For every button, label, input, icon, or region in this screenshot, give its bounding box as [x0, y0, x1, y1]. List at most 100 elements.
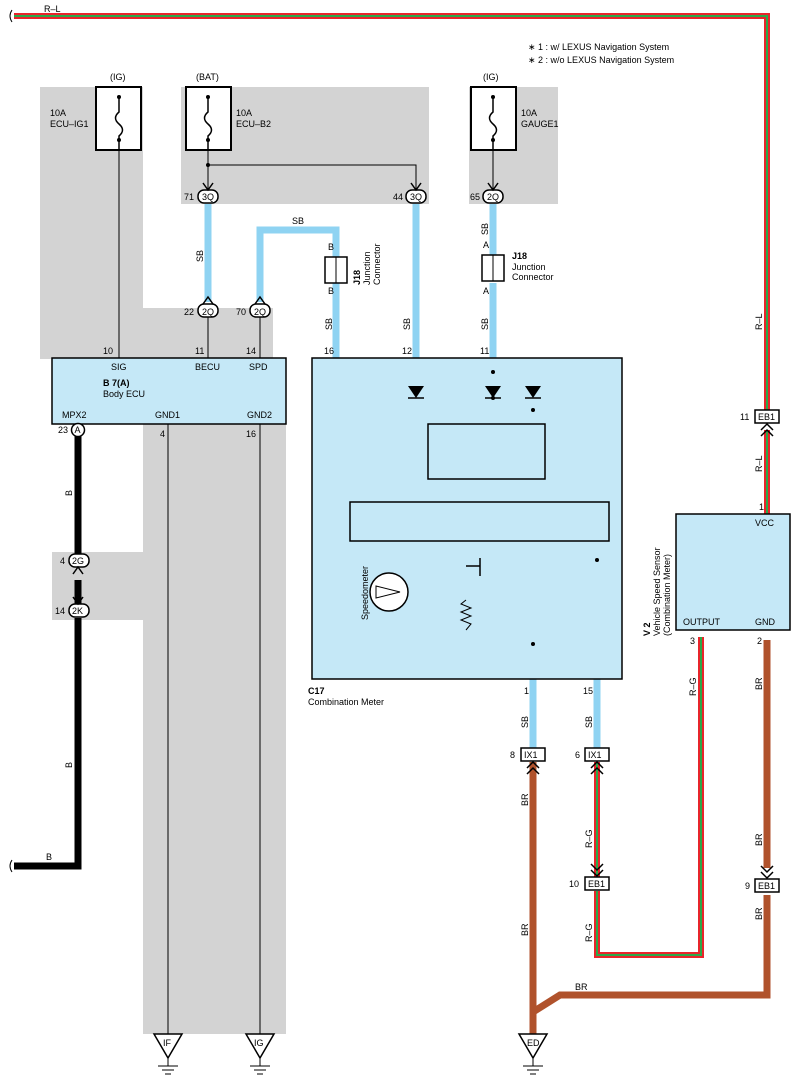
- fuse-gauge1-name: GAUGE1: [521, 119, 559, 129]
- connector-3q-71: [197, 182, 219, 204]
- connector-eb1-9-pin: 9: [745, 881, 750, 891]
- body-ecu-pin-becu-num: 11: [195, 346, 204, 356]
- meter-pin-1: 1: [524, 686, 529, 696]
- connector-2q-70: [249, 295, 271, 318]
- sensor-pin-gnd-num: 2: [757, 636, 762, 646]
- junction-j18-left-id: J18: [352, 270, 362, 285]
- connector-eb1-10-pin: 10: [569, 879, 579, 889]
- sensor-name1: Vehicle Speed Sensor: [652, 547, 662, 636]
- junction-j18-right-name1: Junction: [512, 262, 546, 272]
- ground-ed-label: ED: [527, 1038, 540, 1048]
- sensor-pin-vcc-num: 1: [759, 502, 764, 512]
- connector-eb1-9: [754, 865, 780, 893]
- junction-j18-left: [324, 256, 348, 284]
- wire-br: [529, 640, 771, 1034]
- connector-2q-70-pin: 70: [236, 307, 246, 317]
- junction-j18-right-bottom: A: [483, 286, 489, 296]
- wire-break-bottom: [9, 859, 13, 873]
- connector-2q-22-pin: 22: [184, 307, 194, 317]
- connector-2k-14-pin: 14: [55, 606, 65, 616]
- connector-2q-65-pin: 65: [470, 192, 480, 202]
- wire-label-sb-7: SB: [520, 716, 530, 728]
- connector-ix1-8-id: IX1: [524, 750, 538, 760]
- body-ecu-pin-mpx2-label: MPX2: [62, 410, 87, 420]
- meter-internals: [349, 370, 610, 646]
- connector-ix1-6-id: IX1: [588, 750, 602, 760]
- connector-2k-14-id: 2K: [72, 606, 83, 616]
- connector-a-23: [70, 422, 86, 438]
- connector-2q-22-id: 2Q: [202, 307, 214, 317]
- connector-eb1-10-id: EB1: [588, 879, 605, 889]
- body-ecu-pin-gnd1-num: 4: [160, 429, 165, 439]
- wire-label-b-3: B: [46, 852, 52, 862]
- wire-label-rg-1: R–G: [688, 677, 698, 696]
- wire-label-br-5: BR: [520, 923, 530, 936]
- wire-label-b-2: B: [64, 762, 74, 768]
- connector-eb1-11: [754, 409, 780, 437]
- fuse-ecu-b2-amp: 10A: [236, 108, 252, 118]
- junction-j18-right-name2: Connector: [512, 272, 554, 282]
- wire-label-rg-2: R–G: [584, 829, 594, 848]
- wire-label-br-2: BR: [754, 833, 764, 846]
- body-ecu-pin-becu-label: BECU: [195, 362, 220, 372]
- sensor-pin-output-num: 3: [690, 636, 695, 646]
- connector-ix1-8: [520, 747, 546, 775]
- wire-label-sb-3: SB: [324, 318, 334, 330]
- connector-2q-22: [197, 295, 219, 318]
- ground-if-label: IF: [163, 1038, 172, 1048]
- ground-ed: [517, 1033, 549, 1075]
- wire-rg: [594, 637, 704, 958]
- wire-label-br-4: BR: [520, 793, 530, 806]
- ground-if: [152, 1033, 184, 1075]
- connector-ix1-8-pin: 8: [510, 750, 515, 760]
- combination-meter-box: [311, 357, 623, 680]
- fuse-ecu-b2: [185, 86, 232, 167]
- fuse-gauge1: [470, 86, 517, 151]
- body-ecu-pin-gnd1-label: GND1: [155, 410, 180, 420]
- connector-a-23-pin: 23: [58, 425, 68, 435]
- wire-label-rl-2: R–L: [754, 313, 764, 330]
- connector-2g-4-pin: 4: [60, 556, 65, 566]
- meter-id: C17: [308, 686, 325, 696]
- wire-label-b-1: B: [64, 490, 74, 496]
- connector-a-23-id: A: [75, 425, 81, 435]
- speedometer-label: Speedometer: [360, 566, 370, 620]
- connector-2q-70-id: 2Q: [254, 307, 266, 317]
- meter-pin-15: 15: [583, 686, 593, 696]
- connector-eb1-11-pin: 11: [740, 412, 749, 422]
- wire-break-top: [9, 9, 13, 23]
- ground-ig: [244, 1033, 276, 1075]
- note-1: ∗ 1 : w/ LEXUS Navigation System: [528, 42, 669, 52]
- fuse-ecu-ig1-amp: 10A: [50, 108, 66, 118]
- junction-j18-left-top: B: [328, 242, 334, 252]
- junction-j18-right-top: A: [483, 240, 489, 250]
- fuse-ecu-ig1-name: ECU–IG1: [50, 119, 89, 129]
- body-ecu-pin-sig-num: 10: [103, 346, 113, 356]
- connector-2k-14: [68, 596, 90, 618]
- wire-label-br-6: BR: [575, 982, 588, 992]
- ground-ig-label: IG: [254, 1038, 264, 1048]
- fuse-ecu-b2-source: (BAT): [196, 72, 219, 82]
- wire-label-rl-3: R–L: [754, 455, 764, 472]
- body-ecu-pin-gnd2-label: GND2: [247, 410, 272, 420]
- wire-label-br-3: BR: [754, 907, 764, 920]
- meter-pin-16: 16: [324, 346, 334, 356]
- connector-eb1-10: [584, 863, 610, 891]
- wire-label-sb-1: SB: [195, 250, 205, 262]
- wire-rl: [14, 13, 770, 515]
- sensor-id: V 2: [642, 622, 652, 636]
- connector-2g-4-id: 2G: [72, 556, 84, 566]
- connector-2q-65-id: 2Q: [487, 192, 499, 202]
- wire-label-sb-5: SB: [480, 223, 490, 235]
- wire-label-rg-3: R–G: [584, 923, 594, 942]
- junction-j18-left-bottom: B: [328, 286, 334, 296]
- connector-3q-44-pin: 44: [393, 192, 403, 202]
- vehicle-speed-sensor-box: [675, 513, 791, 631]
- wire-label-sb-6: SB: [480, 318, 490, 330]
- meter-pin-12: 12: [402, 346, 412, 356]
- wire-label-br-1: BR: [754, 677, 764, 690]
- connector-3q-71-pin: 71: [184, 192, 194, 202]
- sensor-pin-output-label: OUTPUT: [683, 617, 721, 627]
